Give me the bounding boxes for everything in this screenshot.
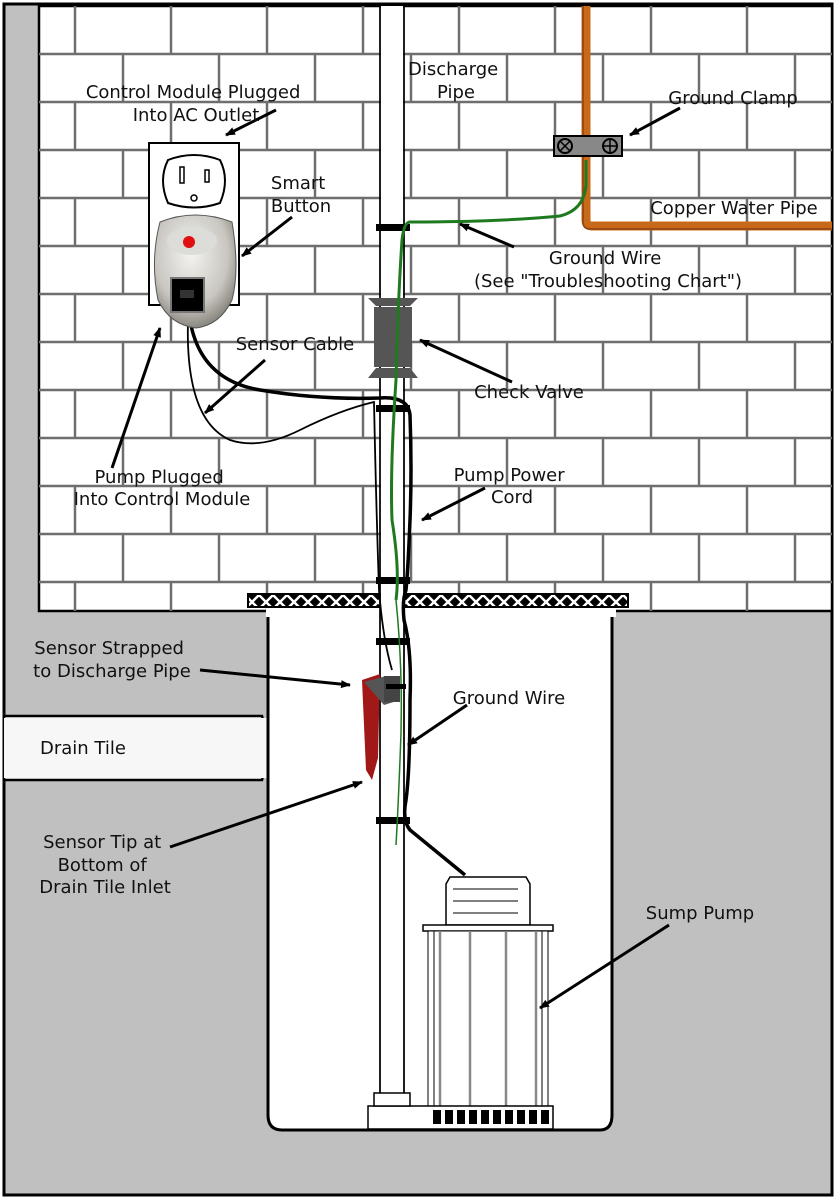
label-sump-pump: Sump Pump	[646, 903, 754, 924]
label-ground-wire-top: Ground Wire (See "Troubleshooting Chart"…	[474, 248, 742, 292]
basin-lid	[247, 593, 629, 608]
pump-vent	[433, 1110, 441, 1124]
labels: Control Module Plugged Into AC Outlet Di…	[33, 59, 818, 924]
pump-power-cord	[188, 319, 467, 877]
label-discharge-pipe: Discharge Pipe	[408, 59, 504, 103]
pump-vent	[493, 1110, 501, 1124]
pump-vent	[541, 1110, 549, 1124]
label-ground-wire-bottom: Ground Wire	[453, 688, 565, 709]
ground-wire	[390, 160, 588, 601]
label-drain-tile: Drain Tile	[40, 738, 126, 759]
discharge-pipe	[379, 6, 405, 1110]
smart-button-led[interactable]	[183, 236, 195, 248]
water-sensor-icon	[362, 674, 406, 780]
label-control-module: Control Module Plugged Into AC Outlet	[86, 82, 306, 126]
label-sensor-strapped: Sensor Strapped to Discharge Pipe	[33, 638, 191, 682]
control-module-icon	[153, 214, 237, 329]
label-sensor-cable: Sensor Cable	[236, 334, 355, 355]
label-pump-plugged: Pump Plugged Into Control Module	[74, 467, 251, 510]
pump-vent	[469, 1110, 477, 1124]
check-valve-icon	[368, 298, 418, 378]
callout-arrows	[110, 106, 681, 1010]
label-copper-water-pipe: Copper Water Pipe	[650, 198, 818, 219]
copper-water-pipe	[581, 6, 832, 231]
pump-vent	[457, 1110, 465, 1124]
label-ground-clamp: Ground Clamp	[668, 88, 798, 109]
pump-vent	[505, 1110, 513, 1124]
label-check-valve: Check Valve	[474, 382, 584, 403]
pump-vent	[445, 1110, 453, 1124]
sensor-cable	[186, 319, 393, 671]
label-pump-power-cord: Pump Power Cord	[454, 465, 571, 508]
label-sensor-tip: Sensor Tip at Bottom of Drain Tile Inlet	[39, 832, 171, 898]
pump-vent	[481, 1110, 489, 1124]
ground-clamp-icon	[553, 135, 623, 157]
sump-pump-icon	[367, 876, 554, 1130]
label-smart-button: Smart Button	[271, 173, 331, 217]
pump-vent	[529, 1110, 537, 1124]
pump-vent	[517, 1110, 525, 1124]
